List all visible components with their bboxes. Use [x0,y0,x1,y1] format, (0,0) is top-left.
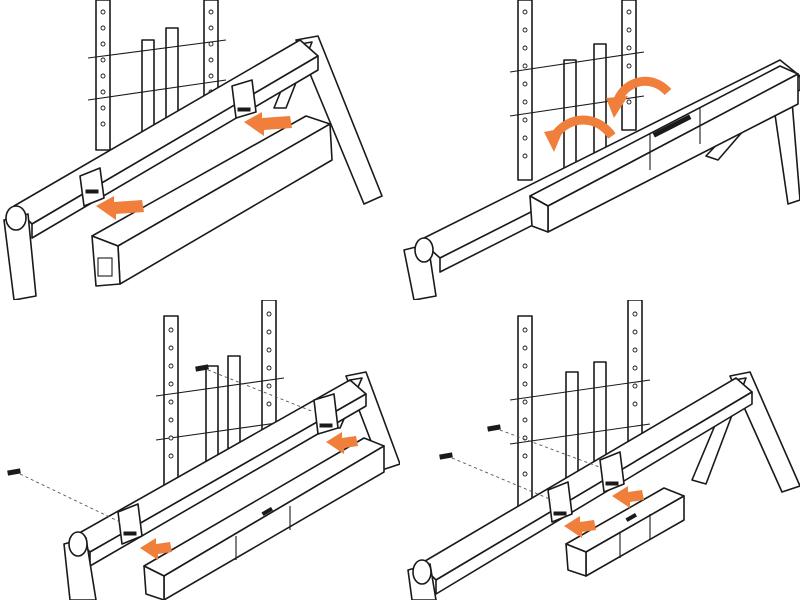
rotate-arrow-right [613,76,672,103]
stand-crossbar [419,377,753,595]
insert-arrow-right [612,486,644,508]
screw-left [7,468,121,523]
step-4-panel [400,300,800,600]
mounting-rails [155,300,285,497]
mounting-bracket-left [117,503,143,545]
insert-arrow-left [96,196,144,220]
step-3-panel [0,300,400,600]
mounting-bracket-right [599,451,625,493]
step-4-illustration [407,300,800,600]
mounting-rails [509,300,651,507]
step-2-illustration [403,0,800,300]
insert-arrow-left [564,516,596,538]
stand-left-leg [63,531,97,600]
step-1-illustration [3,0,383,300]
mounting-bracket-left [79,167,105,207]
soundbar [143,437,385,600]
step-3-illustration [7,300,400,600]
stand-left-leg [3,205,37,300]
stand-left-leg [407,559,437,600]
mounting-rails [87,0,227,151]
screw-left [439,452,553,501]
step-1-panel [0,0,400,300]
soundbar-on-bracket [529,65,799,233]
mounting-bracket-right [313,393,339,435]
screw-right [487,424,603,469]
mounting-bracket-left [547,481,573,523]
mounting-bracket-right [231,79,257,119]
insert-arrow-right [326,432,358,454]
insert-arrow-left [140,538,172,560]
step-2-panel [400,0,800,300]
stand-left-leg [403,237,437,300]
screw-right [195,364,315,413]
insert-arrow-right [244,112,292,136]
compact-soundbar [565,487,685,577]
soundbar [91,115,333,287]
